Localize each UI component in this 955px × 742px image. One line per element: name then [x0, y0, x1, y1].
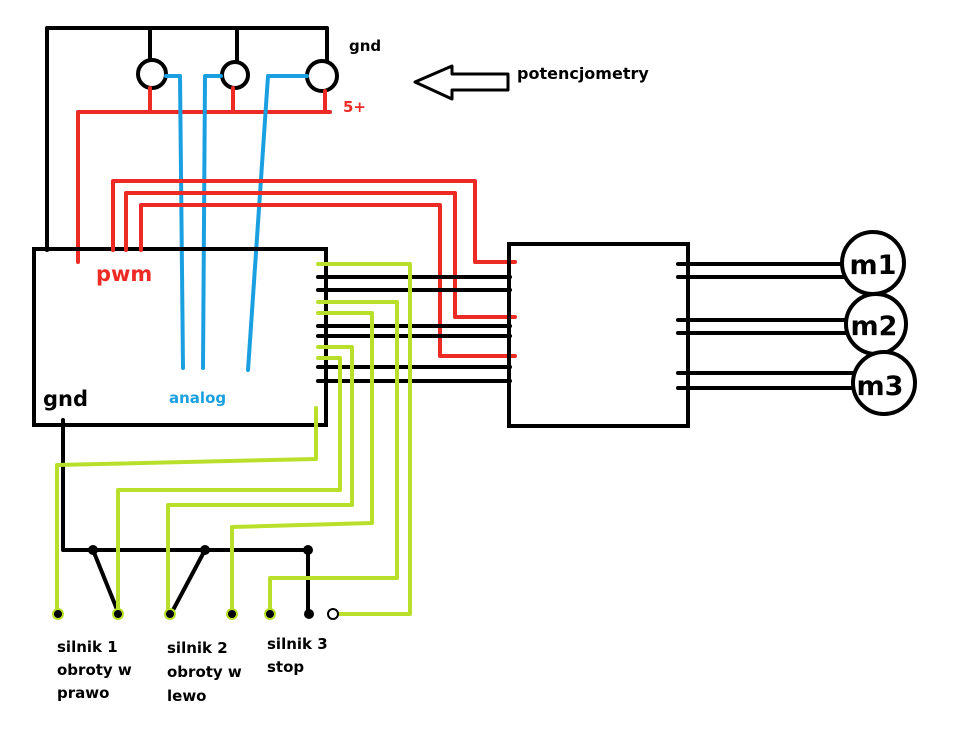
motor-m1: m1: [840, 230, 906, 296]
left-arrow-icon: [413, 64, 510, 101]
switch1-line1: silnik 1: [57, 638, 118, 656]
motor-m3-label: m3: [857, 371, 904, 402]
gnd-bus-top: [45, 26, 329, 252]
control-lines: [316, 275, 512, 383]
motor-m2: m2: [844, 292, 908, 356]
switch2-line1: silnik 2: [167, 639, 228, 657]
gnd-bus-bottom: [61, 418, 313, 614]
analog-label: analog: [169, 389, 226, 407]
analog-wires: [164, 74, 309, 372]
switch-contacts: [52, 608, 339, 620]
switch2-line3: lewo: [167, 687, 206, 705]
pwm-wires: [111, 179, 517, 358]
switch2-line2: obroty w: [167, 663, 242, 681]
motor-m2-label: m2: [851, 311, 898, 342]
switch3-line2: stop: [267, 658, 304, 676]
potentiometers-label: potencjometry: [517, 64, 649, 83]
gnd-top-label: gnd: [349, 37, 381, 55]
switch3-label: silnik 3 stop: [267, 635, 328, 676]
potentiometer-3: [305, 59, 339, 93]
gnd-left-label: gnd: [43, 387, 88, 411]
switch-input-wires: [55, 262, 412, 616]
switch3-line1: silnik 3: [267, 635, 328, 653]
motor-m1-label: m1: [850, 250, 897, 281]
pwm-label: pwm: [96, 262, 152, 286]
power-5v-rail: [76, 86, 332, 264]
motor-lines: [676, 262, 855, 390]
driver-box: [507, 242, 690, 428]
switch2-label: silnik 2 obroty w lewo: [167, 639, 242, 705]
potentiometer-2: [220, 60, 250, 90]
potentiometer-1: [136, 58, 168, 90]
switch1-line3: prawo: [57, 684, 109, 702]
switch1-label: silnik 1 obroty w prawo: [57, 638, 132, 702]
switch1-line2: obroty w: [57, 661, 132, 679]
motor-m3: m3: [851, 350, 917, 416]
power-5v-label: 5+: [343, 98, 366, 116]
